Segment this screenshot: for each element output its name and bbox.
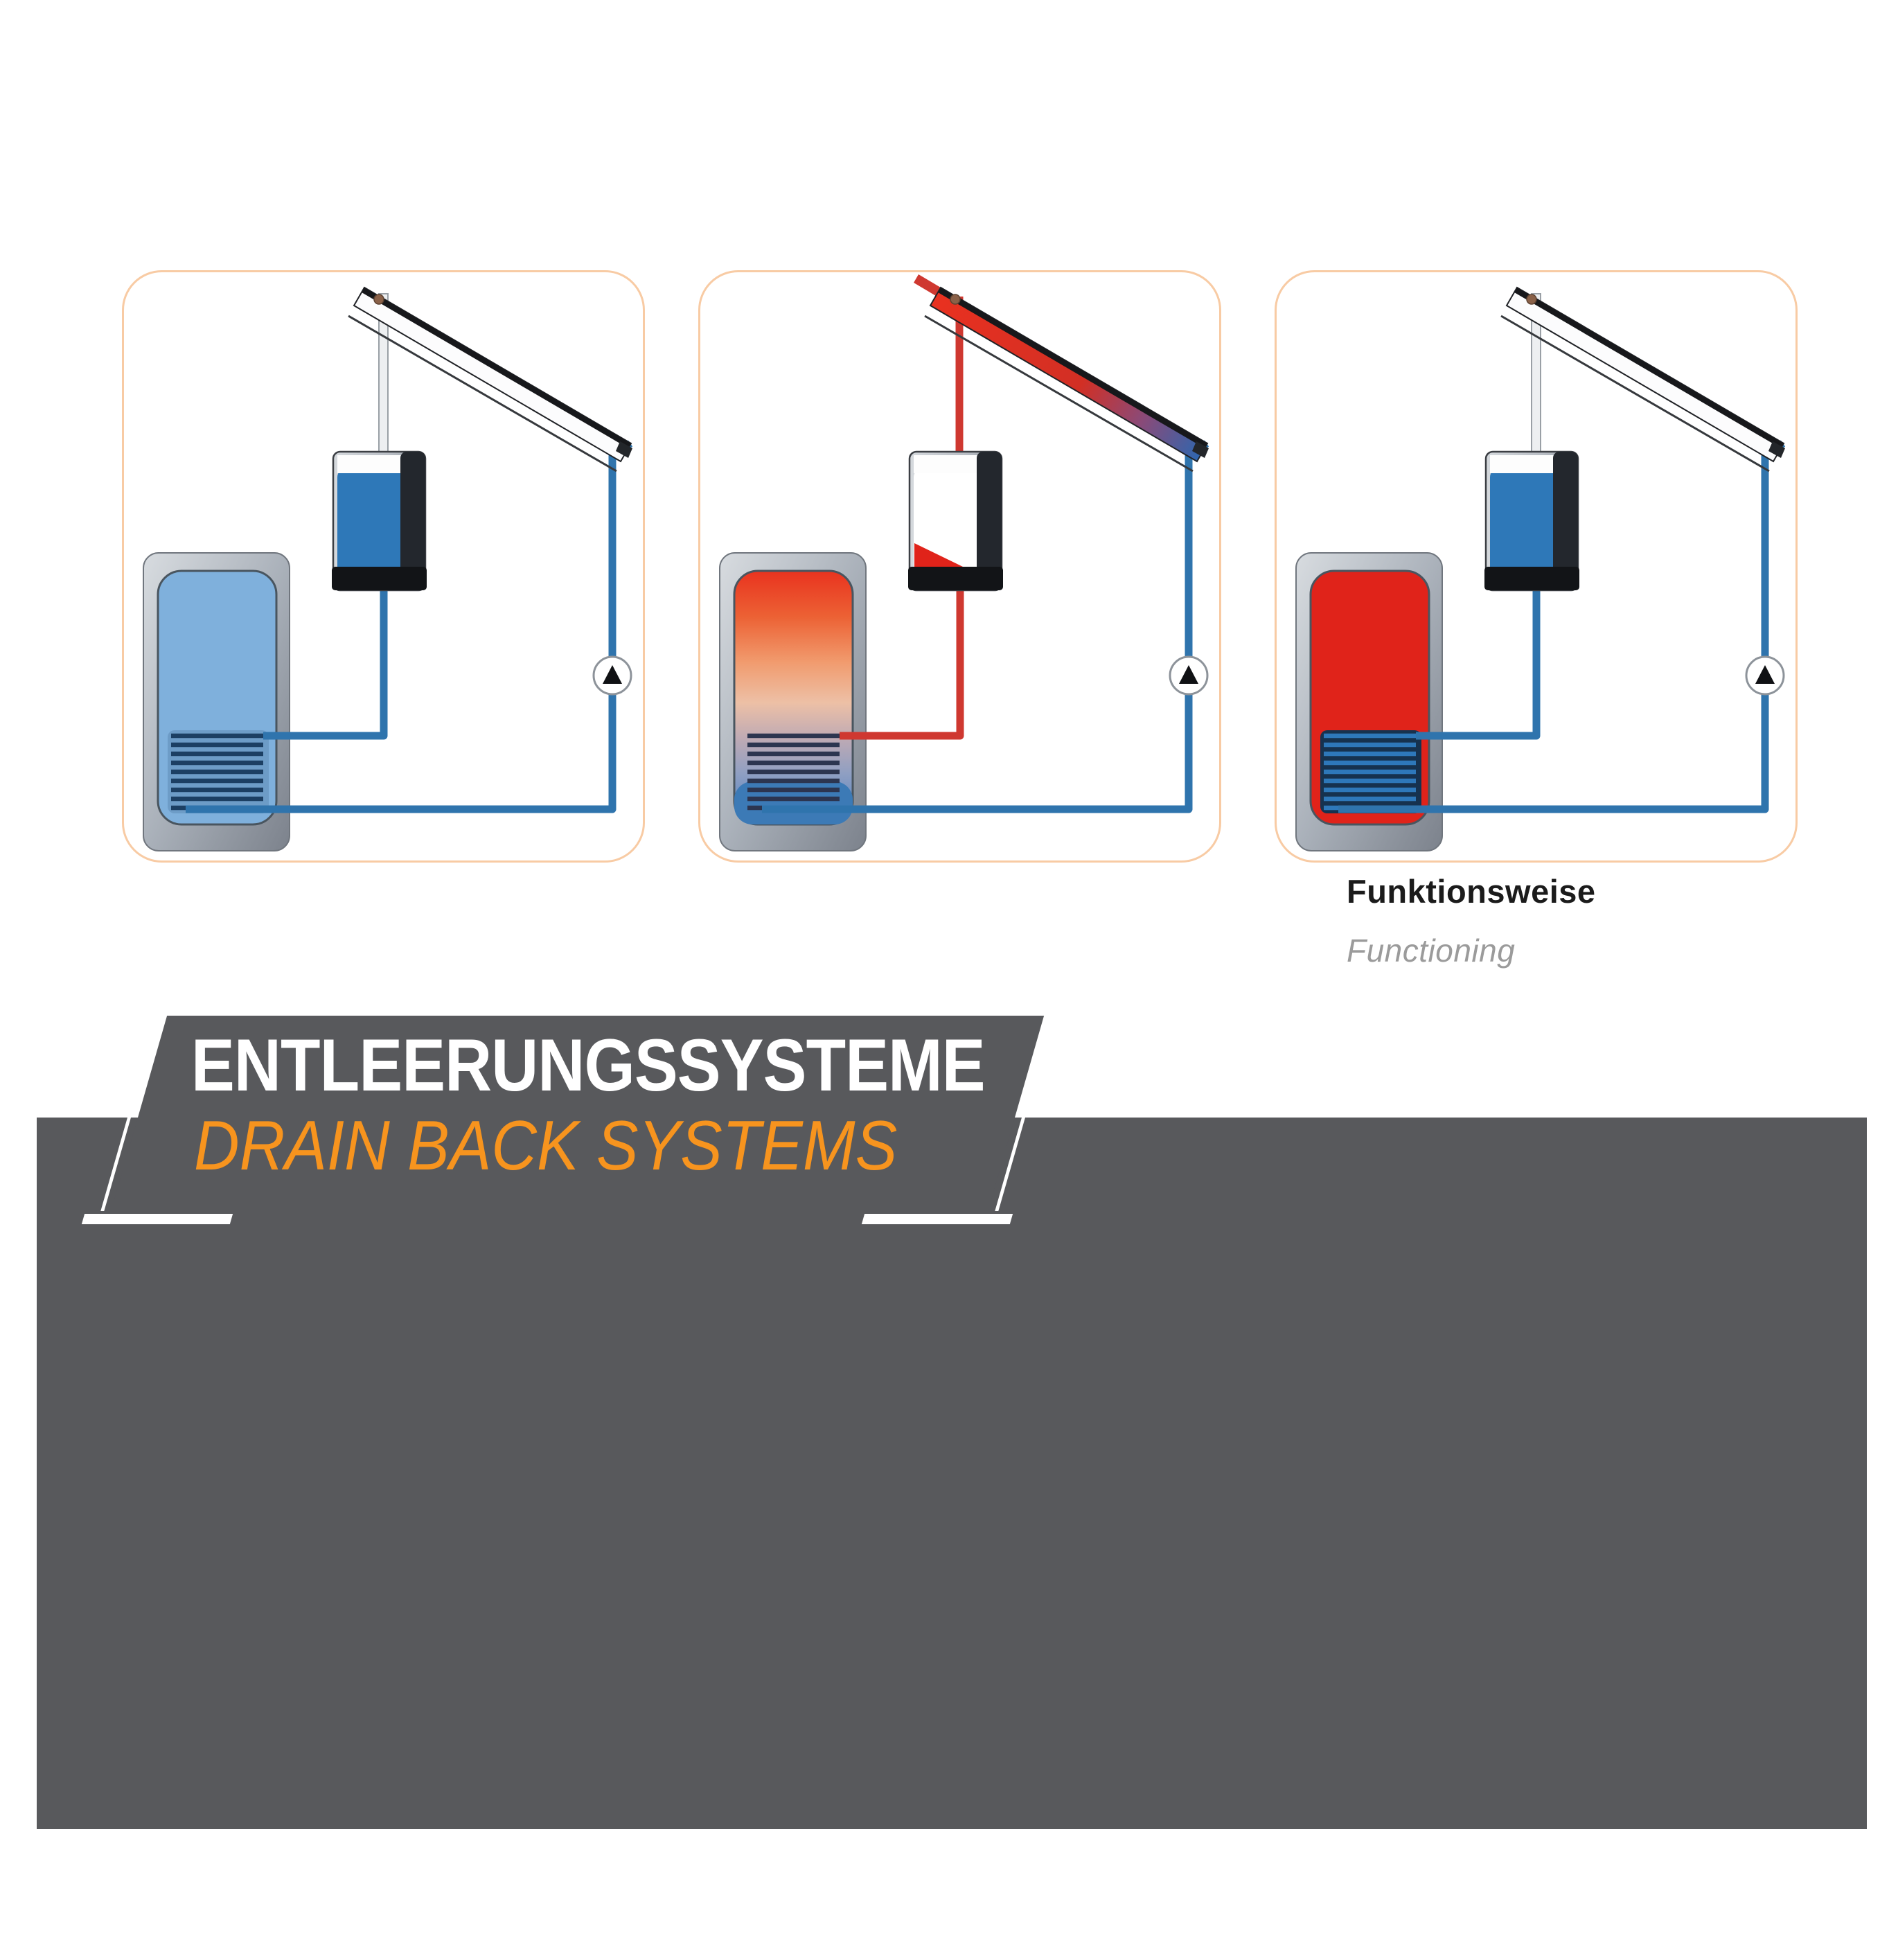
- collector-mount-dot: [373, 294, 384, 305]
- hot-outlet-stub: [914, 274, 941, 296]
- caption-english: Functioning: [1347, 933, 1516, 969]
- solar-collector: [1500, 286, 1785, 473]
- system-diagrams: [122, 270, 1798, 863]
- banner-underline-right: [861, 1214, 1013, 1224]
- page-title: ENTLEERUNGSSYSTEME: [191, 1023, 986, 1106]
- pump-icon: [1745, 655, 1785, 696]
- drainback-reservoir: [1484, 450, 1579, 592]
- collector-mount-dot: [950, 294, 961, 305]
- heat-exchanger-coil: [1324, 733, 1416, 811]
- diagram-panel-system-heating: [698, 270, 1221, 863]
- drainback-reservoir: [332, 450, 427, 592]
- storage-tank: [719, 552, 867, 851]
- storage-tank: [143, 552, 290, 851]
- residual-fluid: [914, 543, 963, 567]
- heat-exchanger-coil: [747, 733, 840, 811]
- return-pipe: [762, 453, 1193, 813]
- pipes: [1338, 293, 1786, 813]
- solar-collector: [348, 286, 632, 473]
- feed-pipe: [840, 590, 964, 740]
- return-pipe: [1338, 453, 1769, 813]
- heat-exchanger-coil: [171, 733, 263, 811]
- return-pipe: [186, 453, 617, 813]
- banner-accent-line-left: [100, 1016, 161, 1211]
- banner-underline-left: [81, 1214, 233, 1224]
- solar-collector: [914, 274, 1209, 473]
- pump-icon: [592, 655, 632, 696]
- diagram-caption: Funktionsweise Functioning: [1347, 872, 1873, 970]
- diagram-panel-system-heated: [1275, 270, 1798, 863]
- pump-icon: [1169, 655, 1209, 696]
- feed-pipe: [263, 590, 388, 740]
- collector-mount-dot: [1526, 294, 1537, 305]
- page-subtitle: DRAIN BACK SYSTEMS: [194, 1107, 898, 1185]
- feed-pipe: [1416, 590, 1541, 740]
- drainback-reservoir: [908, 450, 1003, 592]
- diagram-panel-system-cold: [122, 270, 645, 863]
- caption-german: Funktionsweise: [1347, 873, 1596, 910]
- storage-tank: [1295, 552, 1443, 851]
- content-box: • Nachhaltige Vermeidung von Störungen u…: [37, 1118, 1867, 1829]
